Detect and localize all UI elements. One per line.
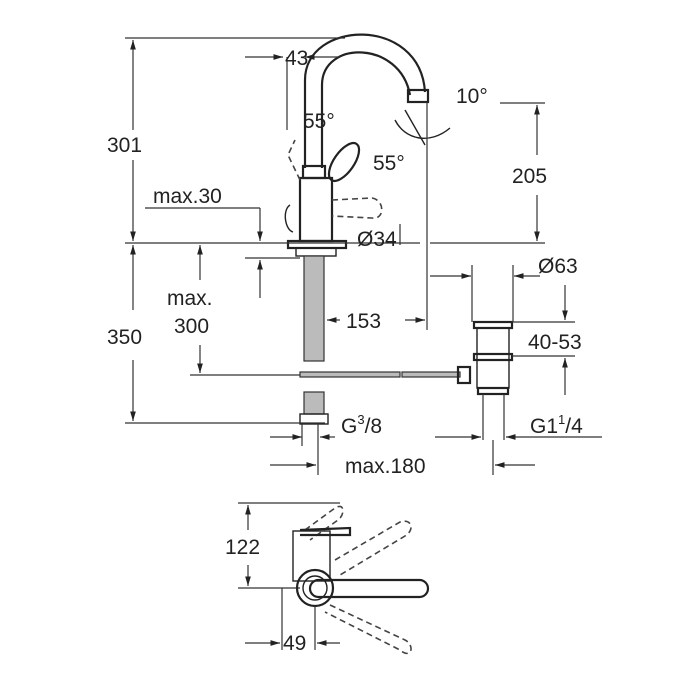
- dim-max-label: max.: [167, 287, 213, 310]
- dim-handle-angle-left: 55°: [303, 110, 335, 133]
- top-view-handle: [308, 578, 430, 599]
- drain-body: [476, 327, 510, 389]
- faucet-top-view: [238, 502, 430, 655]
- dim-diameter-63: Ø63: [538, 255, 578, 278]
- dim-43: 43: [285, 47, 308, 70]
- dim-122: 122: [225, 536, 260, 559]
- dim-max-30: max.30: [153, 185, 222, 208]
- dim-diameter-34: Ø34: [357, 228, 397, 251]
- spout-outer: [303, 33, 427, 168]
- waste-drain: [190, 320, 514, 440]
- dim-300: 300: [174, 315, 209, 338]
- dim-inlet-thread: G3/8: [341, 412, 382, 438]
- faucet-side-view: [284, 33, 451, 425]
- dimension-lines: [125, 37, 602, 475]
- top-view-body: [292, 530, 331, 582]
- dim-40-53: 40-53: [528, 331, 582, 354]
- dim-153: 153: [346, 310, 381, 333]
- dim-spout-angle: 10°: [456, 85, 488, 108]
- dim-max-180: max.180: [345, 455, 426, 478]
- pop-up-rod: [299, 371, 401, 378]
- dim-handle-angle-right: 55°: [373, 152, 405, 175]
- dim-49: 49: [283, 632, 306, 655]
- aerator: [406, 88, 430, 104]
- faucet-body: [298, 176, 334, 243]
- drain-flange: [472, 320, 514, 330]
- dim-350: 350: [107, 326, 142, 349]
- base-plate: [286, 239, 348, 250]
- handle: [327, 141, 361, 183]
- handle-alt-position: [331, 197, 383, 219]
- dim-301: 301: [107, 134, 142, 157]
- dim-205: 205: [512, 165, 547, 188]
- dim-drain-thread: G11/4: [530, 412, 583, 438]
- supply-hoses: [303, 255, 325, 362]
- spout-inner: [320, 51, 412, 168]
